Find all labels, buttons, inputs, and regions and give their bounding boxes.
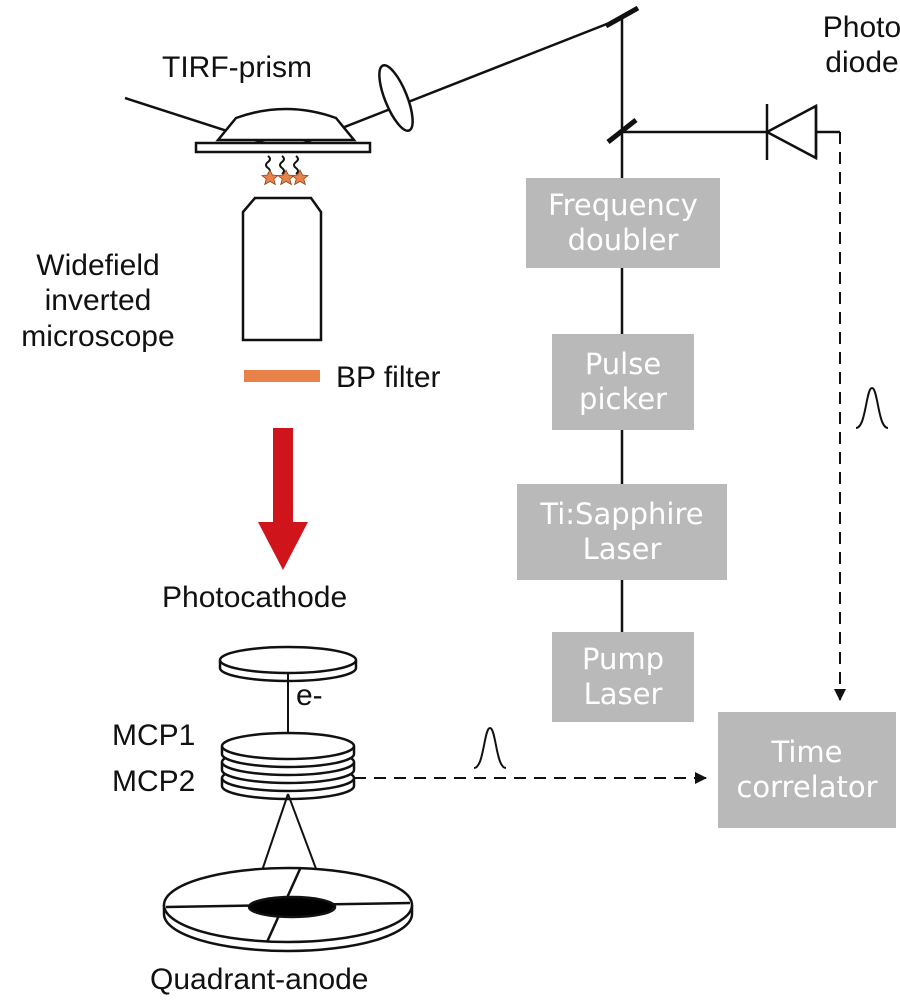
photodiode-symbol <box>764 103 818 161</box>
pulse-icon-vertical <box>855 386 889 429</box>
photocathode-disc <box>218 645 358 683</box>
photocathode-label: Photocathode <box>162 581 348 614</box>
pulse-picker-box: Pulse picker <box>552 334 694 430</box>
top-mirror <box>604 5 640 29</box>
objective-lens <box>241 196 323 342</box>
time-correlator-box: Time correlator <box>718 712 896 828</box>
ti-sapphire-laser-box: Ti:Sapphire Laser <box>517 484 727 580</box>
tirf-prism-label: TIRF-prism <box>162 51 312 84</box>
bp-filter-label: BP filter <box>336 361 441 394</box>
signal-lines <box>354 131 846 784</box>
pump-laser-box: Pump Laser <box>552 632 694 722</box>
mcp1-label: MCP1 <box>112 719 196 752</box>
quadrant-anode-disc <box>162 866 414 953</box>
fluorescent-molecules <box>261 169 309 186</box>
emission-arrow <box>258 428 308 570</box>
bp-filter-element <box>244 370 320 382</box>
widefield-microscope-label: Widefield inverted microscope <box>21 249 175 353</box>
photo-diode-label: Photo diode <box>822 11 900 80</box>
quadrant-anode-label: Quadrant-anode <box>150 963 369 996</box>
frequency-doubler-box: Frequency doubler <box>526 178 720 268</box>
electron-label: e- <box>296 679 323 712</box>
pulse-icon-horizontal <box>473 726 507 769</box>
mcp-stack <box>220 731 356 801</box>
beam-splitter-mirror <box>606 118 638 144</box>
mirrors <box>604 5 640 144</box>
tirf-prism <box>194 107 372 154</box>
mcp2-label: MCP2 <box>112 765 196 798</box>
focusing-lens <box>378 64 414 132</box>
cover-slide <box>194 141 372 154</box>
